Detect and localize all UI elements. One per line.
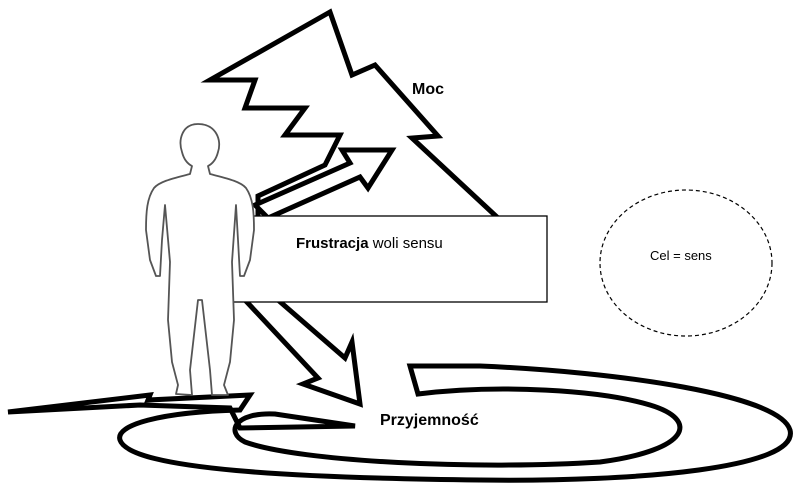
power-bolt [210, 12, 498, 218]
frustration-label: Frustracja woli sensu [296, 235, 443, 252]
frustration-box: Frustracja woli sensu [210, 216, 547, 302]
frustration-rect [210, 216, 547, 302]
pleasure-label: Przyjemność [380, 412, 479, 429]
frustration-label-rest: woli sensu [369, 235, 443, 252]
power-label: Moc [412, 81, 444, 98]
arrow-to-pleasure [245, 300, 360, 404]
frustration-label-bold: Frustracja [296, 235, 369, 252]
goal-ellipse [600, 190, 772, 336]
goal-circle: Cel = sens [600, 190, 772, 336]
goal-label: Cel = sens [650, 248, 712, 263]
power-bolt-shape [210, 12, 498, 218]
arrow-to-pleasure-shape [245, 300, 360, 404]
